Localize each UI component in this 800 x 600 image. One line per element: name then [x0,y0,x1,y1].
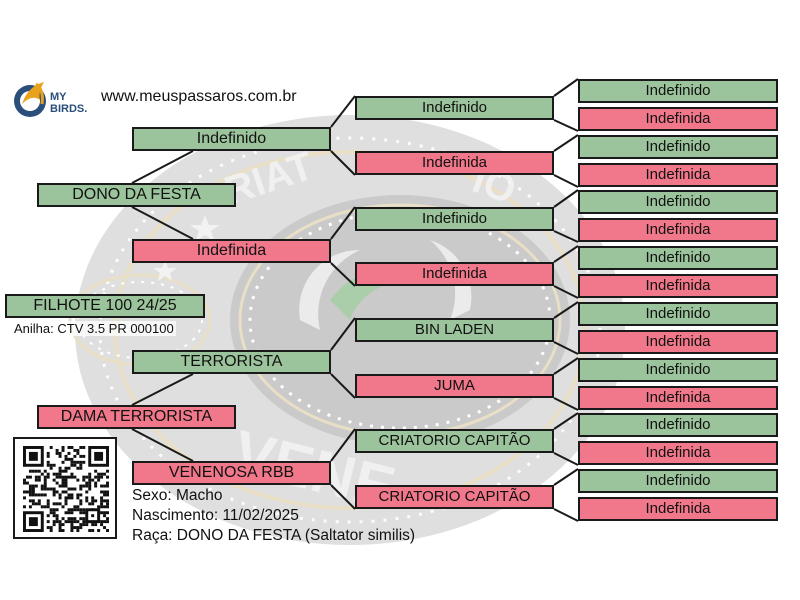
connector-line [553,397,579,411]
connector-line [553,452,579,466]
ancestor-gen3-dam[interactable]: Indefinida [355,262,554,286]
connector-line [330,206,356,240]
mybirds-logo[interactable]: MY BIRDS. [12,80,94,120]
ancestor-gen4-dam[interactable]: Indefinida [578,163,778,187]
ancestor-gen4-sire[interactable]: Indefinido [578,413,778,437]
connector-line [553,245,579,263]
connector-line [553,412,579,430]
connector-line [131,428,194,462]
ancestor-gen4-sire[interactable]: Indefinido [578,302,778,326]
ancestor-gen3-dam[interactable]: Indefinida [355,151,554,175]
ancestor-gen4-dam[interactable]: Indefinida [578,330,778,354]
qr-code[interactable] [13,437,117,539]
connector-line [330,317,356,351]
ancestor-gen4-sire[interactable]: Indefinido [578,246,778,270]
connector-line [330,262,356,287]
ancestor-gen4-dam[interactable]: Indefinida [578,441,778,465]
ancestor-gen4-sire[interactable]: Indefinido [578,469,778,493]
ancestor-gen3-sire[interactable]: BIN LADEN [355,318,554,342]
connector-line [330,373,356,399]
qr-code-icon [23,446,109,532]
connector-line [553,301,579,319]
connector-line [553,134,579,152]
connector-line [553,78,579,97]
connector-line [131,373,194,406]
connector-line [553,230,579,243]
sex-label: Sexo: Macho [132,487,223,504]
ancestor-gen3-sire[interactable]: CRIATORIO CAPITÃO [355,429,554,453]
connector-line [330,95,356,128]
ancestor-gen1-sire[interactable]: DONO DA FESTA [37,183,236,207]
connector-line [553,189,579,208]
ancestor-gen3-dam[interactable]: CRIATORIO CAPITÃO [355,485,554,509]
ancestor-gen4-dam[interactable]: Indefinida [578,386,778,410]
ancestor-gen3-sire[interactable]: Indefinido [355,96,554,120]
connector-line [131,206,194,240]
ancestor-gen1-dam[interactable]: DAMA TERRORISTA [37,405,236,429]
connector-line [330,428,356,462]
birth-date-label: Nascimento: 11/02/2025 [132,507,299,524]
ancestor-gen4-dam[interactable]: Indefinida [578,218,778,242]
subject-bird-name: FILHOTE 100 24/25 [5,294,205,318]
mybirds-logo-icon: MY BIRDS. [14,82,87,117]
ancestor-gen4-sire[interactable]: Indefinido [578,190,778,214]
ancestor-gen4-sire[interactable]: Indefinido [578,358,778,382]
connector-line [553,341,579,355]
connector-line [553,174,579,188]
connector-line [553,508,579,522]
ancestor-gen4-sire[interactable]: Indefinido [578,79,778,103]
connector-line [553,119,579,132]
connector-line [131,150,194,184]
breed-label: Raça: DONO DA FESTA (Saltator similis) [132,527,416,544]
ancestor-gen4-dam[interactable]: Indefinida [578,107,778,131]
ancestor-gen3-dam[interactable]: JUMA [355,374,554,398]
connector-line [330,484,356,510]
website-link[interactable]: www.meuspassaros.com.br [101,88,297,105]
ancestor-gen4-sire[interactable]: Indefinido [578,135,778,159]
connector-line [553,285,579,299]
ancestor-gen4-dam[interactable]: Indefinida [578,497,778,521]
ancestor-gen4-dam[interactable]: Indefinida [578,274,778,298]
connector-line [330,150,356,176]
svg-text:BIRDS.: BIRDS. [50,103,87,115]
connector-line [553,468,579,486]
connector-line [553,357,579,375]
ancestor-gen2-sire[interactable]: Indefinido [132,127,331,151]
ancestor-gen2-dam[interactable]: Indefinida [132,239,331,263]
ancestor-gen2-sire[interactable]: TERRORISTA [132,350,331,374]
ancestor-gen2-dam[interactable]: VENENOSA RBB [132,461,331,485]
ancestor-gen3-sire[interactable]: Indefinido [355,207,554,231]
svg-text:MY: MY [50,91,67,103]
ring-number: Anilha: CTV 3.5 PR 000100 [12,321,176,336]
